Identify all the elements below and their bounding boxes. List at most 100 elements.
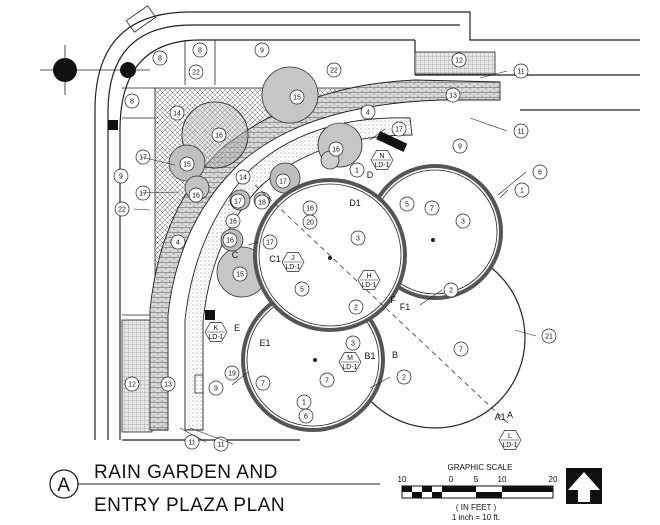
callout-3-38: 3 bbox=[350, 230, 366, 246]
scale-tick-5: 20 bbox=[549, 475, 558, 484]
callout-1-19: 1 bbox=[349, 162, 365, 178]
bench-north bbox=[376, 131, 408, 152]
callout-9-51: 9 bbox=[208, 380, 224, 396]
leader-line-5 bbox=[419, 289, 443, 306]
callout-21-46: 21 bbox=[541, 328, 557, 344]
callout-14-21: 14 bbox=[235, 169, 251, 185]
callout-13-50: 13 bbox=[160, 376, 176, 392]
callout-label: 13 bbox=[164, 382, 172, 389]
section-E: E bbox=[234, 323, 240, 333]
callout-label: 16 bbox=[332, 147, 340, 154]
callout-17-13: 17 bbox=[391, 121, 407, 137]
callout-6-20: 6 bbox=[532, 164, 548, 180]
callout-label: 5 bbox=[405, 202, 409, 209]
callout-label: 17 bbox=[139, 155, 147, 162]
dashed-section-line bbox=[254, 184, 511, 426]
callout-label: 13 bbox=[449, 93, 457, 100]
section-F: F bbox=[390, 295, 396, 305]
graphic-scale: GRAPHIC SCALE 10 0 5 10 20 ( IN FEET ) 1… bbox=[398, 463, 558, 522]
section-A: A bbox=[507, 410, 513, 420]
callout-5-41: 5 bbox=[294, 281, 310, 297]
callout-label: 16 bbox=[229, 219, 237, 226]
callout-label: 14 bbox=[239, 175, 247, 182]
callout-11-8: 11 bbox=[513, 63, 529, 79]
callout-label: 22 bbox=[330, 68, 338, 75]
callout-15-40: 15 bbox=[232, 266, 248, 282]
curved-walk-brick bbox=[149, 79, 501, 431]
sign-post bbox=[125, 5, 157, 33]
section-D1: D1 bbox=[349, 198, 361, 208]
callout-label: 22 bbox=[192, 70, 200, 77]
callout-label: 15 bbox=[183, 162, 191, 169]
callout-9-16: 9 bbox=[452, 138, 468, 154]
scale-unit: ( IN FEET ) bbox=[456, 503, 497, 512]
scale-tick-4: 10 bbox=[498, 475, 507, 484]
callout-16-12: 16 bbox=[211, 127, 227, 143]
callout-17-37: 17 bbox=[262, 234, 278, 250]
callout-label: 21 bbox=[545, 334, 553, 341]
detail-letter: K bbox=[214, 325, 219, 332]
detail-letter: L bbox=[508, 433, 512, 440]
callout-17-22: 17 bbox=[275, 173, 291, 189]
callout-label: 2 bbox=[449, 288, 453, 295]
callout-17-17: 17 bbox=[135, 149, 151, 165]
detail-sheet: LD-1 bbox=[361, 282, 376, 289]
callout-label: 9 bbox=[260, 48, 264, 55]
detail-tag-N: NLD-1 bbox=[370, 150, 394, 170]
utility-poles bbox=[40, 45, 150, 95]
callout-7-52: 7 bbox=[319, 372, 335, 388]
section-C: C bbox=[232, 250, 239, 260]
callout-13-9: 13 bbox=[445, 87, 461, 103]
callout-label: 22 bbox=[118, 207, 126, 214]
callout-18-28: 18 bbox=[254, 194, 270, 210]
title-line-2: ENTRY PLAZA PLAN bbox=[94, 495, 285, 516]
leader-line-9 bbox=[179, 427, 207, 443]
callout-label: 8 bbox=[158, 56, 162, 63]
detail-sheet: LD-1 bbox=[208, 334, 223, 341]
road-edges bbox=[94, 11, 640, 441]
section-F1: F1 bbox=[400, 302, 411, 312]
plaza-circles bbox=[241, 164, 526, 432]
callout-11-56: 11 bbox=[184, 434, 200, 450]
detail-sheet: LD-1 bbox=[285, 264, 300, 271]
scale-label: GRAPHIC SCALE bbox=[448, 463, 513, 472]
detail-sheet: LD-1 bbox=[502, 442, 517, 449]
callout-22-3: 22 bbox=[188, 64, 204, 80]
callout-label: 16 bbox=[192, 193, 200, 200]
callout-label: 7 bbox=[430, 206, 434, 213]
callout-label: 2 bbox=[402, 375, 406, 382]
callout-17-27: 17 bbox=[230, 193, 246, 209]
leader-line-11 bbox=[140, 191, 181, 194]
scale-tick-1: 10 bbox=[398, 475, 407, 484]
scale-ratio: 1 inch = 10 ft. bbox=[452, 513, 500, 522]
callout-7-53: 7 bbox=[255, 375, 271, 391]
title-line-1: RAIN GARDEN AND bbox=[94, 462, 278, 483]
callout-label: 8 bbox=[130, 99, 134, 106]
leader-line-6 bbox=[369, 128, 386, 141]
callout-8-5: 8 bbox=[124, 93, 140, 109]
callout-label: 16 bbox=[306, 206, 314, 213]
detail-sheet: LD-1 bbox=[374, 162, 389, 169]
scale-tick-2: 0 bbox=[449, 475, 454, 484]
callout-2-48: 2 bbox=[396, 369, 412, 385]
callout-2-42: 2 bbox=[443, 282, 459, 298]
callout-6-55: 6 bbox=[298, 408, 314, 424]
detail-tag-M: MLD-1 bbox=[338, 352, 362, 372]
callout-label: 2 bbox=[354, 305, 358, 312]
detail-tag-K: K LD-1 bbox=[204, 322, 228, 342]
detail-letter: J bbox=[291, 255, 295, 262]
callout-11-14: 11 bbox=[513, 123, 529, 139]
leader-line-4 bbox=[514, 329, 537, 337]
callout-label: 15 bbox=[236, 272, 244, 279]
callout-8-2: 8 bbox=[152, 50, 168, 66]
leader-line-8 bbox=[189, 427, 234, 445]
callout-9-23: 9 bbox=[113, 168, 129, 184]
callout-11-57: 11 bbox=[213, 436, 229, 452]
north-arrow-icon bbox=[566, 468, 602, 504]
callout-label: 17 bbox=[279, 179, 287, 186]
callout-label: 6 bbox=[538, 170, 542, 177]
detail-tag-H: HLD-1 bbox=[357, 270, 381, 290]
